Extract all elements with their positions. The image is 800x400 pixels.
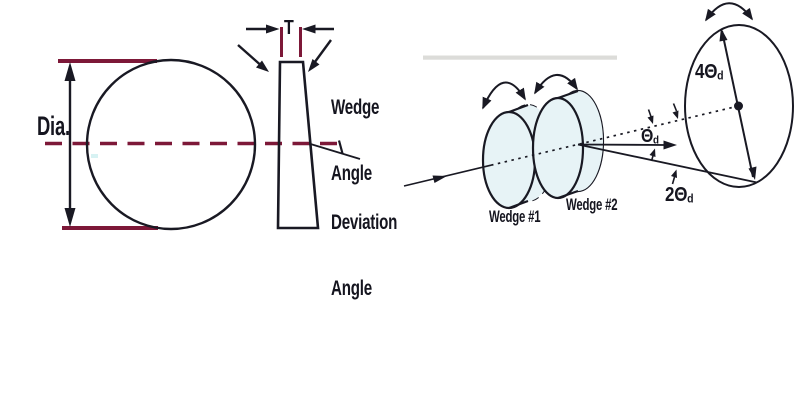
two-theta-d-label: 2Θd: [665, 184, 694, 206]
wedge1-rotation-arrow: [482, 81, 526, 110]
wedge1-label: Wedge #1: [489, 207, 541, 226]
wedge-angle-label: Wedge Angle: [331, 52, 379, 230]
wedge-side-profile: [276, 60, 320, 230]
right-diagram: [403, 2, 794, 210]
deviation-angle-label-line1: Deviation: [331, 210, 398, 234]
diameter-label: Dia.: [37, 111, 70, 141]
wedge2-label: Wedge #2: [566, 195, 618, 214]
deviation-angle-label: Deviation Angle: [331, 167, 397, 345]
prism-front-circle: [85, 58, 257, 231]
wedge-angle-arrow-right: [313, 39, 332, 64]
wedge2-front-face: [531, 96, 585, 200]
deviation-scan-circle: [684, 24, 794, 188]
theta-d-label: Θd: [641, 126, 660, 147]
input-beam-line: [403, 164, 492, 187]
theta-symbol: Θ: [674, 184, 688, 206]
optical-axis-dotted: [490, 105, 739, 167]
deviation-angle-leader-line: [310, 143, 361, 160]
scan-diameter-arrowhead-bottom: [748, 166, 757, 180]
four-theta-d-label: 4Θd: [695, 61, 724, 83]
deviated-beam-theta-d: [577, 143, 667, 146]
deviation-angle-tick: [337, 140, 344, 154]
angle-tick-two-theta-ray: [671, 176, 676, 185]
deviation-angle-label-line2: Angle: [331, 277, 372, 301]
theta-subscript: d: [653, 134, 660, 147]
thickness-arrowhead-right: [302, 24, 316, 34]
scan-artifacts: [91, 55, 617, 158]
wedge-angle-arrowhead-right: [308, 59, 320, 72]
cyan-speck-artifact: [91, 154, 98, 158]
theta-symbol: Θ: [641, 126, 654, 146]
two-theta-prefix: 2: [665, 184, 675, 206]
wedge-angle-label-line2: Angle: [331, 162, 372, 186]
gray-streak-artifact: [423, 55, 617, 60]
angle-tick-two-theta-ray-head: [671, 169, 677, 178]
diameter-arrowhead-down: [64, 208, 76, 227]
input-beam-arrowhead: [432, 175, 447, 183]
wedge-angle-arrow-left: [237, 44, 261, 66]
thickness-arrowhead-left: [266, 24, 280, 34]
angle-tick-axis-far-head: [672, 110, 679, 119]
deviated-beam-two-theta-d: [577, 143, 758, 184]
angle-tick-axis-near-head: [647, 115, 654, 124]
thickness-label: T: [284, 17, 294, 39]
left-diagram: [45, 24, 361, 231]
wedge2-rotation-arrow: [534, 73, 578, 95]
wedge2-body: [533, 91, 603, 198]
wedge-angle-label-line1: Wedge: [331, 95, 380, 119]
deviated-beam-arrowhead: [663, 140, 677, 150]
wedge-angle-arrowhead-left: [256, 60, 269, 72]
diameter-arrowhead-up: [64, 62, 76, 81]
angle-tick-theta-ray-head: [649, 148, 656, 157]
theta-subscript: d: [717, 68, 724, 83]
scan-diameter-arrowhead-top: [719, 28, 728, 42]
theta-symbol: Θ: [704, 61, 718, 83]
theta-subscript: d: [687, 191, 694, 206]
angle-tick-axis-far: [672, 103, 678, 112]
four-theta-prefix: 4: [695, 61, 705, 83]
scan-circle-rotation-arrow: [705, 2, 753, 22]
